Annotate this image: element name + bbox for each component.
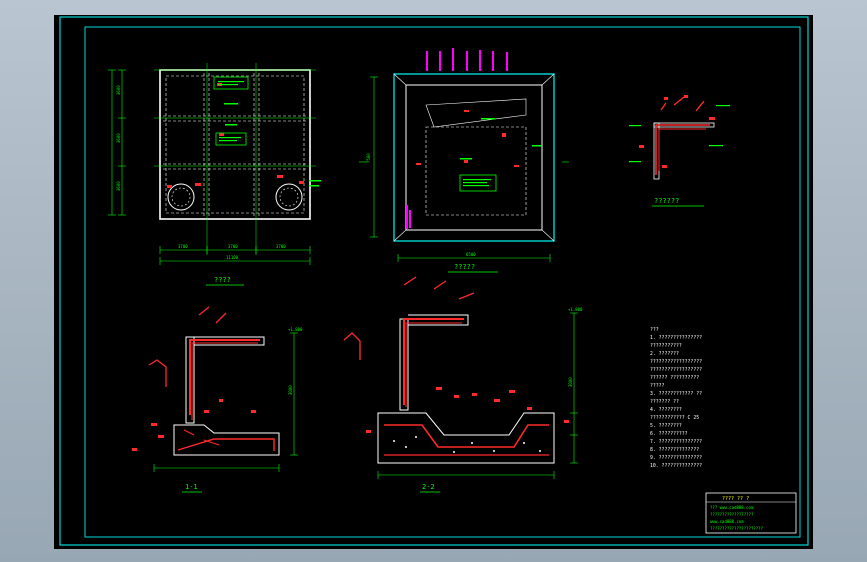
section-1-caption: 1-1 xyxy=(185,483,198,491)
title-line-2: ??? www.cad888.com xyxy=(710,505,754,510)
inner-frame xyxy=(84,26,801,538)
outer-frame xyxy=(59,16,809,546)
note-line: ???????????? C 25 xyxy=(650,415,699,421)
plan-dim-bottom-total: 11100 xyxy=(226,255,239,260)
title-line-4: www.cad888.com xyxy=(710,519,744,524)
section-2-2: +1.800 3000 2-2 xyxy=(343,276,583,493)
note-line: 8. ?????????????? xyxy=(650,447,699,453)
section-2-height: 3000 xyxy=(568,377,573,387)
note-line: ?????????????????? xyxy=(650,359,702,365)
top-plan-caption: ????? xyxy=(454,263,475,271)
note-line: 2. ??????? xyxy=(650,351,679,357)
design-notes: ??? 1. ??????????????? ??????????? 2. ??… xyxy=(650,327,702,469)
note-line: 4. ???????? xyxy=(650,407,682,413)
note-line: ????? xyxy=(650,383,665,389)
note-line: 10. ?????????????? xyxy=(650,463,702,469)
section-2-caption: 2-2 xyxy=(422,483,435,491)
note-line: ?????????????????? xyxy=(650,367,702,373)
top-plan-dim-bottom: 6500 xyxy=(466,252,476,257)
plan-dim-left-2: 3600 xyxy=(116,133,121,143)
drawing-canvas: 3600 3600 3600 3700 3700 3700 11100 ???? xyxy=(59,16,809,546)
section-1-1: +1.800 3000 1-1 xyxy=(132,306,303,493)
note-line: ??????????? xyxy=(650,343,682,349)
note-line: 6. ?????????? xyxy=(650,431,688,437)
node-detail-caption: ?????? xyxy=(654,197,679,205)
plan-dim-bottom-1: 3700 xyxy=(178,244,188,249)
note-line: 9. ??????????????? xyxy=(650,455,702,461)
plan-view: 3600 3600 3600 3700 3700 3700 11100 ???? xyxy=(108,63,321,286)
plan-dim-left-1: 3600 xyxy=(116,85,121,95)
note-line: ??????? ?? xyxy=(650,399,679,405)
title-line-1: ???? ?? ? xyxy=(722,496,749,502)
note-line: ??? xyxy=(650,327,659,333)
title-line-3: ?????????????????? xyxy=(710,512,754,517)
section-2-top-level: +1.800 xyxy=(568,307,583,312)
top-plan-dim-left: 7500 xyxy=(366,153,371,163)
drawing-sheet: 3600 3600 3600 3700 3700 3700 11100 ???? xyxy=(54,15,813,549)
note-line: 1. ??????????????? xyxy=(650,335,702,341)
plan-dim-bottom-2: 3700 xyxy=(228,244,238,249)
title-line-5: ?????????????????????? xyxy=(710,526,764,531)
plan-caption: ???? xyxy=(214,276,231,284)
section-1-top-level: +1.800 xyxy=(288,327,303,332)
top-plan-view: 7500 6500 ????? xyxy=(359,48,569,273)
section-1-height: 3000 xyxy=(288,385,293,395)
plan-dim-bottom-3: 3700 xyxy=(276,244,286,249)
note-line: 3. ???????????? ?? xyxy=(650,391,702,397)
plan-dim-left-3: 3600 xyxy=(116,181,121,191)
note-line: 5. ???????? xyxy=(650,423,682,429)
node-detail: ?????? xyxy=(629,95,730,207)
title-block: ???? ?? ? ??? www.cad888.com ???????????… xyxy=(705,492,797,534)
note-line: ?????? ?????????? xyxy=(650,375,699,381)
note-line: 7. ??????????????? xyxy=(650,439,702,445)
